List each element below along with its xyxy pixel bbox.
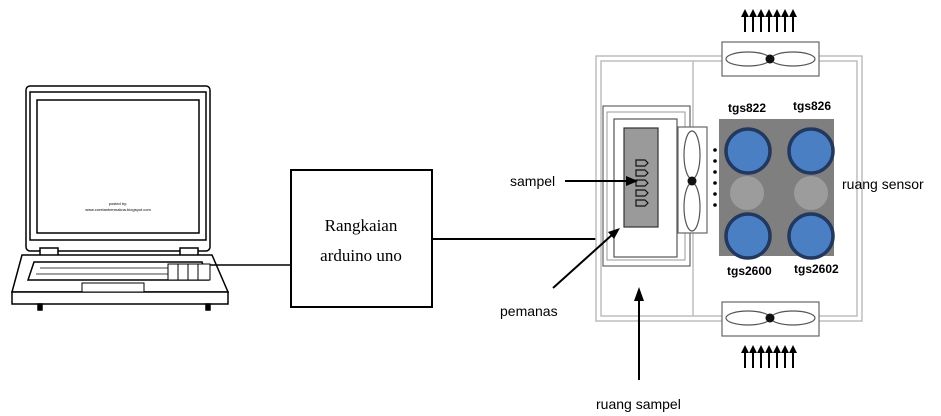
laptop-screen-line2: www.coretanbermakna.blogspot.com xyxy=(85,207,151,212)
top-airflow-arrows xyxy=(741,9,797,32)
sensor-tgs2600 xyxy=(724,212,772,260)
airflow-dots xyxy=(713,148,717,207)
arduino-box xyxy=(290,169,433,308)
sensor-label-tgs826: tgs826 xyxy=(793,99,831,113)
sensor-tgs826 xyxy=(787,127,835,175)
sensor-array xyxy=(724,127,835,260)
arduino-box-label-line2: arduino uno xyxy=(320,246,402,265)
label-sampel: sampel xyxy=(510,173,555,189)
sensor-tgs822 xyxy=(724,127,772,175)
sensor-label-tgs822: tgs822 xyxy=(728,101,766,115)
laptop xyxy=(11,85,230,311)
label-pemanas: pemanas xyxy=(500,303,558,319)
label-ruang-sensor: ruang sensor xyxy=(842,176,924,192)
bottom-airflow-arrows xyxy=(741,345,797,368)
sensor-tgs2602 xyxy=(787,212,835,260)
sensor-label-tgs2602: tgs2602 xyxy=(794,262,839,276)
bottom-intake-fan xyxy=(721,301,820,337)
top-exhaust-fan xyxy=(721,41,820,77)
laptop-screen xyxy=(36,99,200,234)
sensor-label-tgs2600: tgs2600 xyxy=(727,264,772,278)
laptop-screen-line1: posted by: xyxy=(109,201,127,206)
label-ruang-sampel: ruang sampel xyxy=(596,396,681,412)
pemanas-pointer xyxy=(552,233,614,289)
arduino-box-label-line1: Rangkaian xyxy=(325,216,398,235)
internal-fan xyxy=(677,126,708,234)
sample-tray xyxy=(623,127,659,228)
